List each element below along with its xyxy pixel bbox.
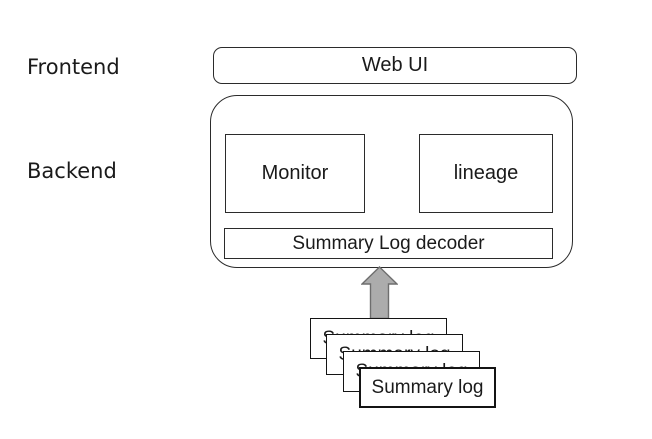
summary-log-card-label: Summary log xyxy=(371,376,484,398)
summary-log-decoder-label: Summary Log decoder xyxy=(292,232,485,254)
summary-log-card-front: Summary log xyxy=(359,367,496,408)
lineage-box: lineage xyxy=(419,134,553,213)
backend-label: Backend xyxy=(27,159,117,183)
frontend-label: Frontend xyxy=(27,55,120,79)
lineage-box-label: lineage xyxy=(453,162,519,184)
summary-log-decoder-bar: Summary Log decoder xyxy=(224,228,553,259)
monitor-box: Monitor xyxy=(225,134,365,213)
up-arrow-shape xyxy=(360,266,399,320)
monitor-box-label: Monitor xyxy=(261,162,329,184)
up-arrow-icon xyxy=(360,266,399,320)
web-ui-box-label: Web UI xyxy=(361,54,429,76)
web-ui-box: Web UI xyxy=(213,47,577,84)
